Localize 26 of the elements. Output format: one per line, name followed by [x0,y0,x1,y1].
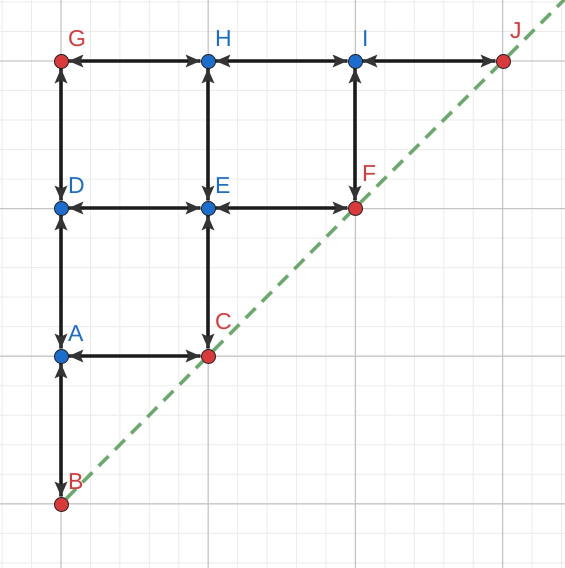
dashed-line [359,65,499,204]
double-headed-arrow [216,54,348,68]
double-headed-arrow [68,54,200,68]
dashed-line [65,360,204,500]
point-label: G [68,27,86,50]
double-headed-arrow [54,68,68,200]
double-headed-arrow [202,68,214,200]
double-headed-arrow [362,54,496,68]
double-headed-arrow [348,68,362,200]
dashed-line [212,212,351,352]
point-label: E [215,174,230,197]
point-label: D [68,174,85,197]
point-label: A [68,322,84,345]
double-headed-arrow [216,202,348,214]
point-label: J [510,19,522,42]
double-headed-arrow [54,364,68,496]
dashed-line [507,0,565,57]
point-label: I [362,27,368,50]
double-headed-arrow [68,202,200,214]
point-label: H [215,27,232,50]
double-headed-arrow [54,216,68,348]
double-headed-arrow [202,216,214,348]
double-headed-arrow [68,350,200,362]
point-label: B [68,470,84,493]
point-label: C [215,310,232,333]
point-label: F [362,162,376,185]
